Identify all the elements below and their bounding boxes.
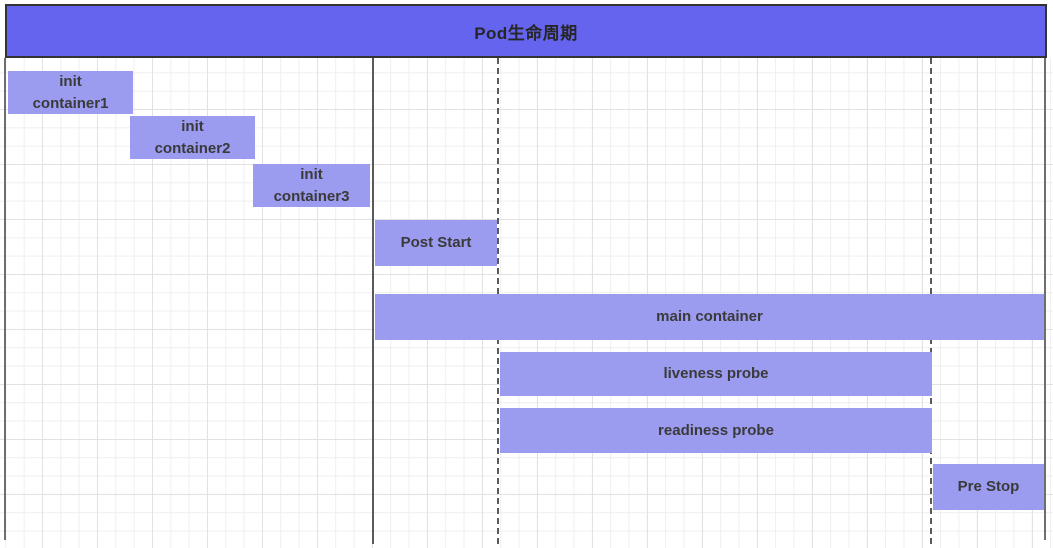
- bar-readiness-probe: readiness probe: [500, 408, 932, 453]
- bar-init-container1: init container1: [8, 71, 133, 114]
- bar-label: init container1: [32, 72, 109, 112]
- bar-init-container3: init container3: [253, 164, 370, 207]
- bar-label: main container: [656, 308, 763, 326]
- bar-pre-stop: Pre Stop: [933, 464, 1044, 510]
- bar-label: init container2: [154, 117, 231, 157]
- right-border-line: [1044, 58, 1046, 540]
- bar-init-container2: init container2: [130, 116, 255, 159]
- bar-label: Pre Stop: [957, 478, 1020, 496]
- left-border-line: [4, 58, 6, 540]
- diagram-title-label: Pod生命周期: [474, 23, 578, 43]
- init-end-solid-line: [372, 58, 374, 544]
- bar-label: readiness probe: [658, 421, 774, 439]
- bar-post-start: Post Start: [375, 220, 497, 266]
- bar-main-container: main container: [375, 294, 1044, 340]
- diagram-title: Pod生命周期: [5, 4, 1047, 58]
- bar-label: init container3: [273, 165, 350, 205]
- bar-label: Post Start: [400, 234, 472, 252]
- bar-label: liveness probe: [663, 365, 769, 383]
- bar-liveness-probe: liveness probe: [500, 352, 932, 396]
